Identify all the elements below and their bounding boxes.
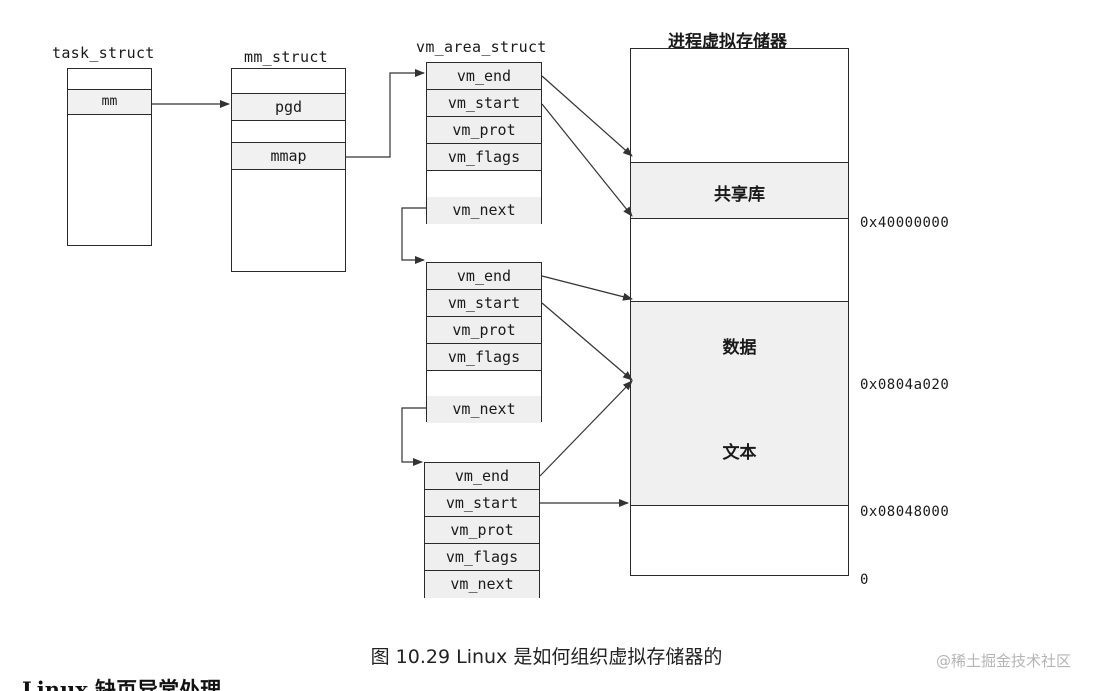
vma2-vm-end: vm_end — [427, 263, 541, 290]
address-zero: 0 — [860, 572, 869, 588]
text-region: 文本 — [631, 382, 848, 506]
text-label: 文本 — [722, 443, 757, 463]
vma1-empty — [427, 171, 541, 198]
arrow-vma1-next-to-vma2 — [401, 207, 426, 264]
vma2-vm-next: vm_next — [427, 396, 541, 423]
virtual-memory-title: 进程虚拟存储器 — [668, 32, 787, 52]
mm-struct-title: mm_struct — [244, 48, 328, 66]
process-virtual-memory: 共享库 数据 文本 — [630, 48, 849, 576]
vma3-vm-prot: vm_prot — [425, 517, 539, 544]
vma3-vm-flags: vm_flags — [425, 544, 539, 571]
data-label: 数据 — [722, 338, 757, 358]
vma2-empty — [427, 371, 541, 398]
arrow-vma2-end — [541, 275, 633, 301]
vma1-vm-end: vm_end — [427, 63, 541, 90]
address-0x0804a020: 0x0804a020 — [860, 377, 950, 393]
figure-caption: 图 10.29 Linux 是如何组织虚拟存储器的 — [370, 646, 723, 668]
watermark: @稀土掘金技术社区 — [935, 652, 1071, 670]
vma1-vm-flags: vm_flags — [427, 144, 541, 171]
vm-area-struct-1: vm_end vm_start vm_prot vm_flags vm_next — [426, 62, 542, 224]
vma1-vm-start: vm_start — [427, 90, 541, 117]
vm-area-struct-3: vm_end vm_start vm_prot vm_flags vm_next — [424, 462, 540, 598]
vma3-vm-start: vm_start — [425, 490, 539, 517]
shared-library-label: 共享库 — [714, 185, 765, 205]
address-0x40000000: 0x40000000 — [860, 215, 950, 231]
vma1-vm-prot: vm_prot — [427, 117, 541, 144]
task-struct-title: task_struct — [52, 44, 155, 62]
vma1-vm-next: vm_next — [427, 197, 541, 224]
mm-pgd-field: pgd — [232, 93, 345, 121]
arrow-vma2-next-to-vma3 — [401, 407, 426, 466]
task-mm-field: mm — [68, 89, 151, 115]
arrow-vma1-end — [541, 75, 633, 157]
vm-area-struct-2: vm_end vm_start vm_prot vm_flags vm_next — [426, 262, 542, 423]
vma2-vm-prot: vm_prot — [427, 317, 541, 344]
address-0x08048000: 0x08048000 — [860, 504, 950, 520]
shared-library-region: 共享库 — [631, 162, 848, 219]
vma2-vm-flags: vm_flags — [427, 344, 541, 371]
arrow-vma3-end — [539, 380, 633, 477]
arrow-vma2-start — [541, 302, 633, 381]
mm-struct-box: pgd mmap — [231, 68, 346, 272]
arrow-mmap-to-vma1 — [346, 69, 425, 158]
task-struct-box: mm — [67, 68, 152, 246]
vm-area-struct-title: vm_area_struct — [416, 38, 547, 56]
arrow-vma1-start — [541, 103, 633, 217]
cut-off-heading: Linux 缺页异常处理 — [22, 677, 222, 691]
vma3-vm-next: vm_next — [425, 571, 539, 598]
vma3-vm-end: vm_end — [425, 463, 539, 490]
mm-mmap-field: mmap — [232, 142, 345, 170]
data-region: 数据 — [631, 301, 848, 383]
vma2-vm-start: vm_start — [427, 290, 541, 317]
